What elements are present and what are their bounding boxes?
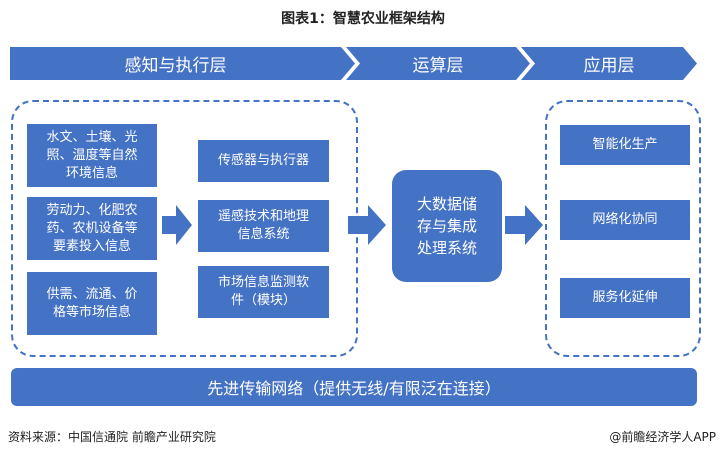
chevron-arrow-icon xyxy=(346,47,530,80)
layer-chevron-perception: 感知与执行层 xyxy=(10,47,355,80)
flow-arrow-icon xyxy=(348,205,386,245)
input-box-text: 水文、土壤、光 照、温度等自然 环境信息 xyxy=(46,129,138,181)
tech-box-remote-sensing: 遥感技术和地理 信息系统 xyxy=(198,200,329,252)
input-box-market: 供需、流通、价 格等市场信息 xyxy=(27,272,157,335)
app-box-text: 服务化延伸 xyxy=(592,290,658,305)
input-box-text: 供需、流通、价 格等市场信息 xyxy=(46,286,138,320)
transport-network-banner: 先进传输网络（提供无线/有限泛在连接） xyxy=(11,368,697,406)
tech-box-text: 市场信息监测软 件（模块） xyxy=(217,275,309,308)
bigdata-core-text: 大数据储 存与集成 处理系统 xyxy=(416,195,477,257)
application-group xyxy=(545,100,701,357)
flow-arrow-icon xyxy=(162,205,192,245)
input-box-text: 劳动力、化肥农 药、农机设备等 要素投入信息 xyxy=(46,202,138,254)
app-box-text: 网络化协同 xyxy=(592,212,658,227)
app-box-service-extension: 服务化延伸 xyxy=(560,278,690,318)
tech-box-text: 传感器与执行器 xyxy=(217,153,309,168)
brand-credit: @前瞻经济学人APP xyxy=(609,430,716,444)
layer-chevron-computing: 运算层 xyxy=(346,47,530,80)
tech-box-sensors: 传感器与执行器 xyxy=(198,140,329,182)
tech-box-market-monitor: 市场信息监测软 件（模块） xyxy=(198,266,329,318)
chevron-arrow-icon xyxy=(10,47,355,80)
app-box-smart-production: 智能化生产 xyxy=(560,125,690,165)
input-box-environment: 水文、土壤、光 照、温度等自然 环境信息 xyxy=(27,124,157,187)
figure-title: 图表1：智慧农业框架结构 xyxy=(281,11,445,27)
layer-label-perception: 感知与执行层 xyxy=(124,56,227,76)
source-note: 资料来源：中国信通院 前瞻产业研究院 xyxy=(8,430,216,444)
layer-label-computing: 运算层 xyxy=(412,56,464,76)
app-box-network-collab: 网络化协同 xyxy=(560,200,690,240)
layer-chevron-application: 应用层 xyxy=(521,47,697,80)
layer-label-application: 应用层 xyxy=(583,56,635,76)
chevron-arrow-icon xyxy=(521,47,697,80)
flow-arrow-icon xyxy=(505,205,543,245)
input-box-resources: 劳动力、化肥农 药、农机设备等 要素投入信息 xyxy=(27,197,157,260)
transport-network-text: 先进传输网络（提供无线/有限泛在连接） xyxy=(207,379,501,398)
bigdata-core-box: 大数据储 存与集成 处理系统 xyxy=(392,170,502,282)
tech-box-text: 遥感技术和地理 信息系统 xyxy=(217,209,309,242)
app-box-text: 智能化生产 xyxy=(592,137,658,152)
